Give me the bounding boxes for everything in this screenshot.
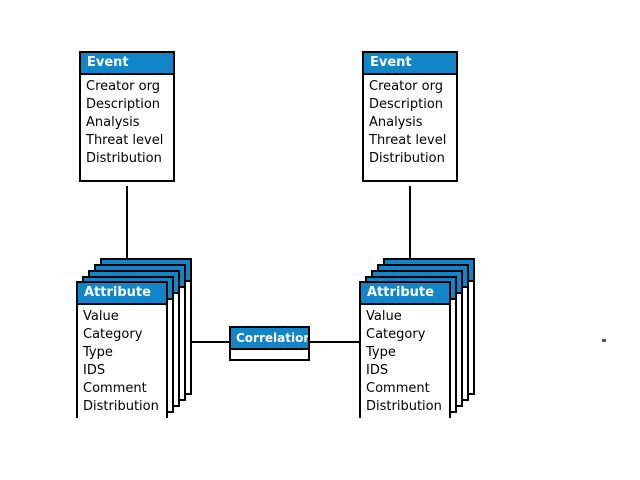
- entity-correlation[interactable]: Correlation: [229, 326, 310, 361]
- field-value: Value: [366, 309, 402, 324]
- field-type: Type: [83, 345, 113, 360]
- field-distribution: Distribution: [369, 151, 445, 166]
- field-distribution: Distribution: [83, 399, 159, 414]
- field-distribution: Distribution: [366, 399, 442, 414]
- field-ids: IDS: [366, 363, 389, 378]
- connector-correlation-to-attribute-right: [310, 341, 362, 343]
- entity-event-right-title: Event: [364, 53, 456, 75]
- connector-event-left-to-attribute-left: [126, 186, 128, 258]
- entity-correlation-title: Correlation: [231, 328, 308, 350]
- field-distribution: Distribution: [86, 151, 162, 166]
- field-creator-org: Creator org: [86, 79, 160, 94]
- field-analysis: Analysis: [369, 115, 423, 130]
- field-comment: Comment: [83, 381, 147, 396]
- entity-attribute-left-stack[interactable]: Attribute Value Category Type IDS Commen…: [76, 258, 216, 420]
- field-comment: Comment: [366, 381, 430, 396]
- entity-attribute-right[interactable]: Attribute Value Category Type IDS Commen…: [359, 281, 451, 420]
- entity-attribute-left[interactable]: Attribute Value Category Type IDS Commen…: [76, 281, 168, 420]
- entity-event-left-fields: Creator org Description Analysis Threat …: [81, 75, 173, 172]
- field-category: Category: [83, 327, 143, 342]
- field-description: Description: [86, 97, 161, 112]
- connector-event-right-to-attribute-right: [409, 186, 411, 258]
- entity-event-right[interactable]: Event Creator org Description Analysis T…: [362, 51, 458, 182]
- entity-event-right-fields: Creator org Description Analysis Threat …: [364, 75, 456, 172]
- field-ids: IDS: [83, 363, 106, 378]
- entity-attribute-right-stack[interactable]: Attribute Value Category Type IDS Commen…: [359, 258, 499, 420]
- entity-attribute-right-fields: Value Category Type IDS Comment Distribu…: [361, 305, 449, 420]
- field-type: Type: [366, 345, 396, 360]
- entity-attribute-left-fields: Value Category Type IDS Comment Distribu…: [78, 305, 166, 420]
- field-category: Category: [366, 327, 426, 342]
- stray-artifact-mark: [602, 339, 606, 342]
- entity-attribute-right-title: Attribute: [361, 283, 449, 305]
- connector-attribute-left-to-correlation: [180, 341, 229, 343]
- field-analysis: Analysis: [86, 115, 140, 130]
- field-creator-org: Creator org: [369, 79, 443, 94]
- field-threat-level: Threat level: [86, 133, 164, 148]
- field-description: Description: [369, 97, 444, 112]
- entity-correlation-fields: [231, 350, 308, 359]
- field-threat-level: Threat level: [369, 133, 447, 148]
- entity-event-left[interactable]: Event Creator org Description Analysis T…: [79, 51, 175, 182]
- entity-attribute-left-title: Attribute: [78, 283, 166, 305]
- entity-event-left-title: Event: [81, 53, 173, 75]
- field-value: Value: [83, 309, 119, 324]
